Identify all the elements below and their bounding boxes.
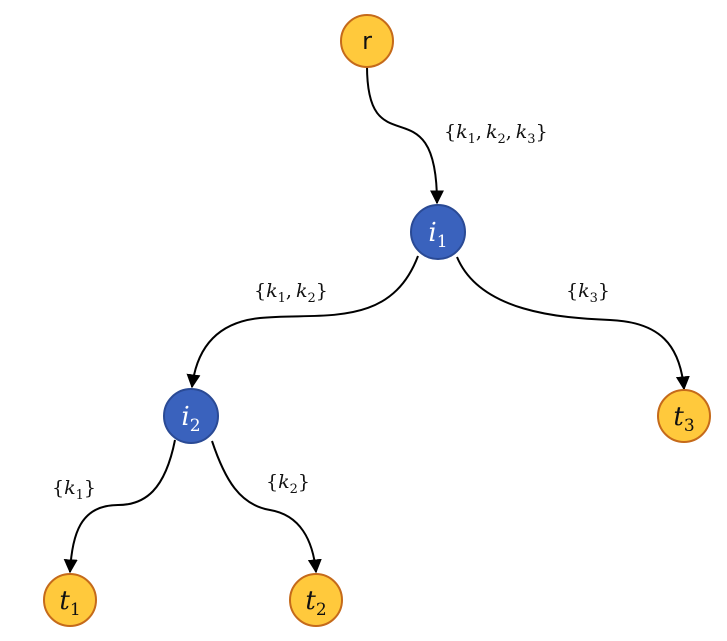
edge-label-r-i1: {k1,k2,k3} — [444, 121, 548, 147]
node-t3: t3 — [657, 389, 711, 443]
edge-i2-t2 — [211, 440, 322, 574]
edges — [63, 65, 690, 574]
edge-label-i2-t2: {k2} — [266, 471, 310, 497]
node-r-label: r — [362, 27, 372, 55]
node-r: r — [340, 14, 394, 68]
node-t1-circle — [43, 573, 97, 627]
edge-label-i1-i2: {k1,k2} — [254, 280, 328, 306]
edge-i2-t1 — [63, 439, 176, 574]
edge-label-i2-t1: {k1} — [52, 477, 96, 503]
node-i2-circle — [163, 388, 219, 444]
edge-i1-t3 — [456, 256, 690, 391]
node-t3-label: t3 — [673, 402, 694, 436]
node-t1-label: t1 — [59, 586, 80, 620]
node-t2-label: t2 — [305, 586, 326, 620]
nodes: r i1 i2 t3 t1 — [43, 14, 711, 627]
node-r-circle — [340, 14, 394, 68]
node-i1-label: i1 — [428, 218, 447, 252]
edge-i1-i2 — [186, 255, 419, 389]
node-i2-label: i2 — [181, 402, 200, 436]
edge-r-i1 — [366, 65, 444, 205]
edge-label-i1-t3: {k3} — [566, 280, 610, 306]
node-t3-circle — [657, 389, 711, 443]
node-t2-circle — [289, 573, 343, 627]
node-i1-circle — [410, 204, 466, 260]
node-t2: t2 — [289, 573, 343, 627]
node-i2: i2 — [163, 388, 219, 444]
node-i1: i1 — [410, 204, 466, 260]
edge-labels: {k1,k2,k3} {k1,k2} {k3} {k1} {k2} — [52, 121, 610, 503]
node-t1: t1 — [43, 573, 97, 627]
